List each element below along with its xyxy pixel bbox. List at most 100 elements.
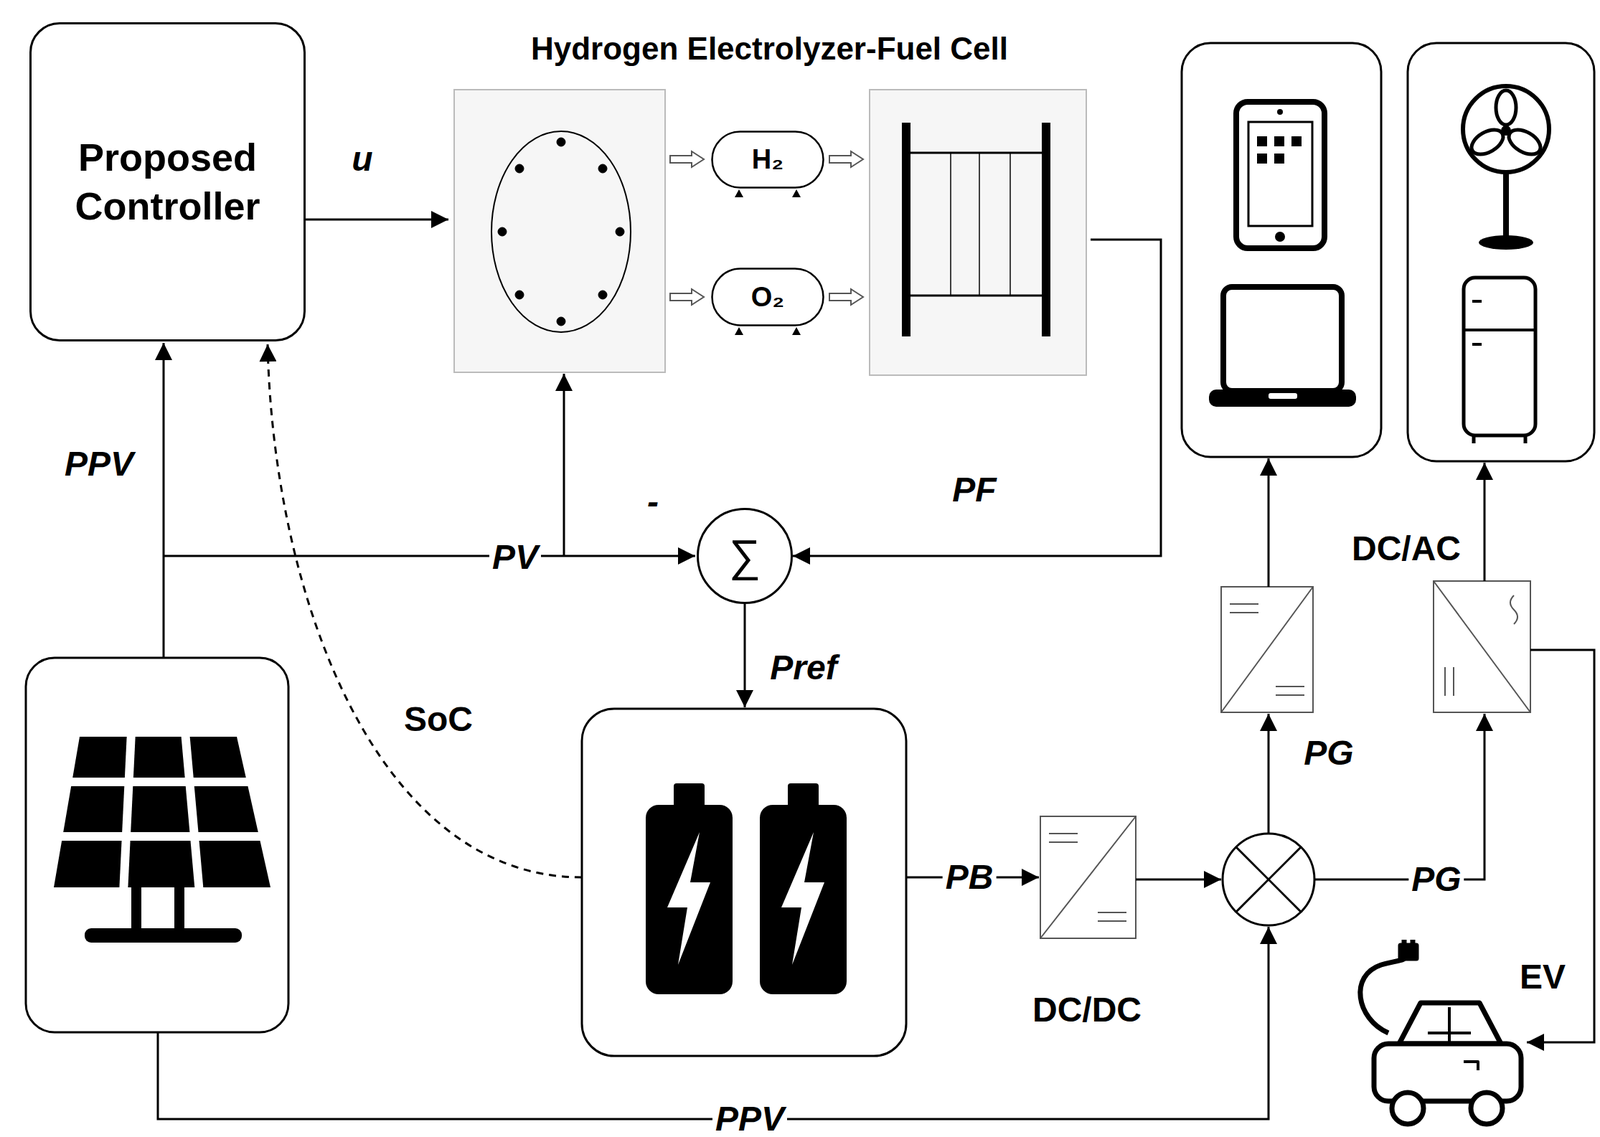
solar-panel-box xyxy=(174,887,185,931)
power-junction xyxy=(1222,833,1315,926)
dc-dc-converter xyxy=(1229,603,1259,605)
gas-tank: H₂ xyxy=(711,130,825,189)
electrolyzer-symbol xyxy=(598,164,607,173)
electric-car xyxy=(1410,939,1416,946)
connector xyxy=(305,218,449,221)
dc-dc-converter xyxy=(1040,816,1136,939)
fuel-cell-symbol xyxy=(949,152,952,296)
solar-panel-box xyxy=(43,832,287,841)
power-wire xyxy=(163,555,696,558)
electric-car xyxy=(1470,1092,1503,1125)
battery-box xyxy=(787,783,819,808)
power-junction xyxy=(1236,847,1301,912)
node-outline xyxy=(698,509,793,604)
device-box xyxy=(1500,125,1512,136)
electric-car xyxy=(1399,1003,1501,1044)
power-wire xyxy=(1483,462,1486,582)
power-junction xyxy=(1236,847,1301,912)
gas-flow-arrow xyxy=(829,151,864,168)
electric-car xyxy=(1400,945,1417,959)
dc-ac-inverter xyxy=(1433,581,1531,713)
tank-feet xyxy=(792,189,801,198)
signal-label: PPV xyxy=(712,1101,788,1137)
solar-panel-box xyxy=(53,736,271,888)
gas-flow-arrow xyxy=(670,289,704,305)
connector xyxy=(792,239,1161,557)
power-wire xyxy=(1135,878,1222,882)
battery-box xyxy=(781,832,825,966)
device-box xyxy=(1274,136,1285,147)
controller-box: Proposed Controller xyxy=(29,22,306,342)
node-text: H₂ xyxy=(751,144,784,176)
device-box xyxy=(1523,435,1528,444)
fuel-cell-symbol xyxy=(906,294,1047,298)
fuel-cell-symbol xyxy=(1041,122,1051,337)
signal-label: PPV xyxy=(61,446,137,483)
gas-flow-arrow xyxy=(829,289,864,305)
gas-tank: O₂ xyxy=(711,267,825,327)
solar-panel-box xyxy=(84,928,242,943)
dc-ac-inverter xyxy=(1510,595,1518,625)
battery-box xyxy=(667,832,711,966)
device-box xyxy=(1478,235,1534,250)
soc-signal xyxy=(267,344,582,878)
power-junction xyxy=(1222,833,1315,926)
dc-dc-converter xyxy=(1048,841,1078,844)
device-box xyxy=(1274,231,1286,242)
power-wire xyxy=(563,373,566,557)
device-box xyxy=(1277,109,1283,115)
power-wire xyxy=(157,926,1269,1120)
device-box xyxy=(1462,86,1550,173)
node-text: Proposed Controller xyxy=(31,133,304,231)
dc-ac-inverter xyxy=(1452,667,1455,696)
device-box xyxy=(1503,172,1509,237)
device-box xyxy=(1495,90,1517,125)
electrolyzer-symbol xyxy=(491,131,631,333)
electrolyzer-symbol xyxy=(497,227,507,237)
device-box xyxy=(1223,286,1342,392)
device-box xyxy=(1472,299,1482,303)
device-box xyxy=(1257,136,1268,147)
power-wire xyxy=(1267,458,1270,587)
battery-box xyxy=(645,805,733,995)
converter-label: DC/DC xyxy=(1029,992,1145,1029)
device-box xyxy=(1257,153,1268,164)
node-text: Hydrogen Electrolyzer-Fuel Cell xyxy=(530,31,1009,67)
electrolyzer-symbol xyxy=(454,89,666,373)
fuel-cell-symbol xyxy=(869,89,1087,376)
device-box xyxy=(1181,43,1382,458)
electric-car xyxy=(1401,939,1407,946)
dc-dc-converter xyxy=(1229,612,1259,614)
dc-dc-converter xyxy=(1221,586,1314,713)
signal-label: PB xyxy=(942,859,997,896)
node-outline xyxy=(712,269,824,326)
dc-dc-converter xyxy=(1275,685,1305,688)
dc-dc-converter xyxy=(1221,586,1314,713)
power-wire xyxy=(157,342,1595,1120)
dc-dc-converter xyxy=(1040,816,1136,939)
device-box xyxy=(1274,153,1285,164)
fuel-cell-symbol xyxy=(901,122,911,337)
dc-ac-inverter xyxy=(1433,581,1531,713)
device-box xyxy=(1268,393,1298,399)
device-box xyxy=(1291,136,1302,147)
edge-label: PF xyxy=(949,472,999,508)
electric-car xyxy=(1463,1061,1479,1071)
device-box xyxy=(1463,328,1536,332)
tank-feet xyxy=(792,327,801,336)
dc-ac-inverter xyxy=(1444,667,1446,696)
electric-car xyxy=(1373,1043,1522,1102)
electric-car xyxy=(1447,1007,1451,1042)
summing-junction: ∑ xyxy=(696,507,793,605)
electrolyzer-symbol xyxy=(556,137,566,147)
signal-label: PV xyxy=(489,539,541,576)
device-box xyxy=(1248,121,1313,227)
electrolyzer-symbol xyxy=(556,317,566,326)
battery-box xyxy=(581,708,907,1057)
tank-feet xyxy=(734,189,744,198)
fuel-cell-symbol xyxy=(978,152,981,296)
signal-label: PG xyxy=(1300,735,1357,772)
power-wire xyxy=(162,342,166,658)
electric-car xyxy=(1391,1092,1424,1125)
